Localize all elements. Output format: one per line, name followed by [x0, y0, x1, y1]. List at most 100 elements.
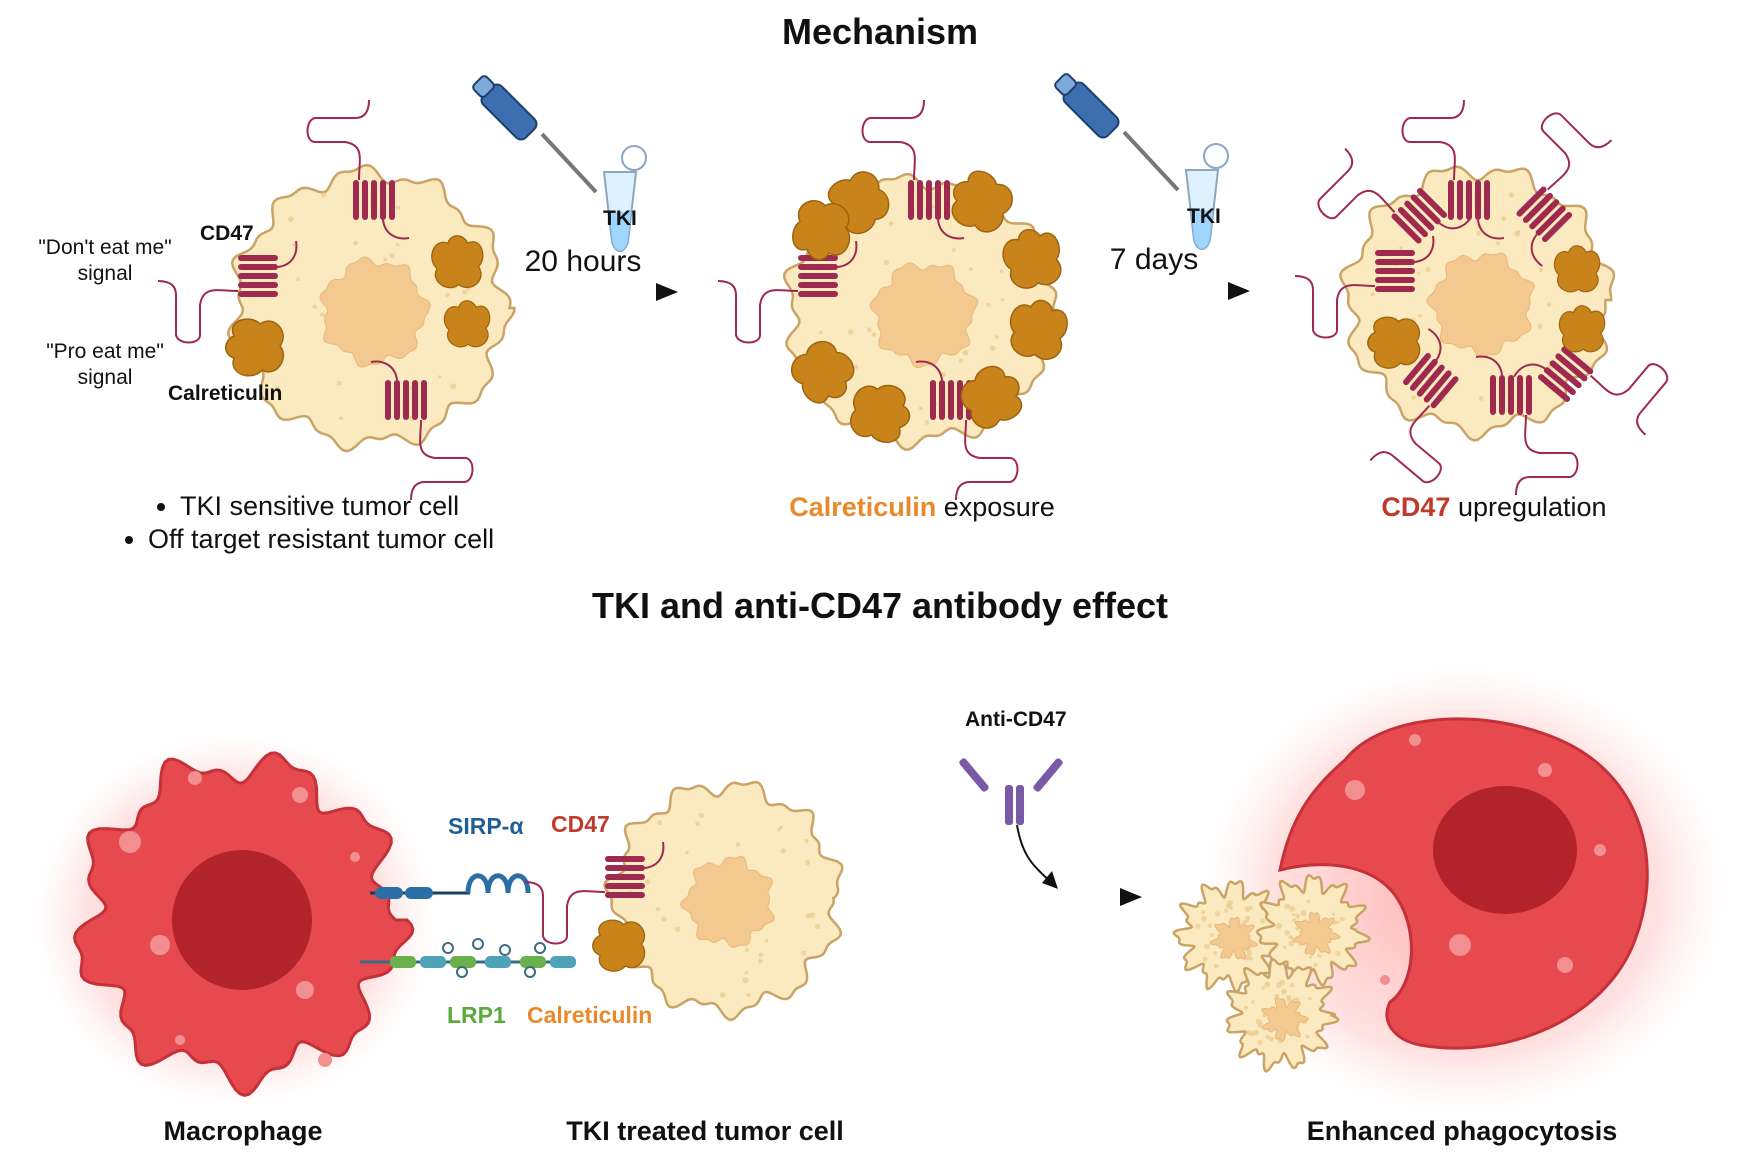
cd47-label: CD47 [200, 222, 254, 245]
receptor-loop [1401, 99, 1465, 181]
macrophage-vesicle [1449, 934, 1471, 956]
receptor-helix [1403, 353, 1431, 386]
cell-nucleus [869, 262, 979, 369]
lrp1-domain [450, 956, 476, 968]
pipette-2 [1054, 73, 1229, 250]
cytoplasm-dot [1249, 956, 1254, 961]
cytoplasm-dot [1313, 962, 1318, 968]
cd47-receptor [1317, 147, 1472, 244]
cytoplasm-dot [661, 916, 667, 922]
sirp-alpha-label: SIRP-α [448, 813, 524, 839]
receptor-loop [1317, 147, 1396, 220]
cytoplasm-dot [1399, 246, 1403, 250]
receptor-helix [380, 180, 386, 220]
calreticulin-protein [1009, 299, 1068, 360]
time-label-20-hours: 20 hours [524, 245, 642, 278]
receptor-helix [935, 180, 941, 220]
macrophage-vesicle [1594, 844, 1606, 856]
cd47-receptor [1513, 346, 1669, 436]
cytoplasm-dot [1245, 919, 1249, 923]
receptor-helix [605, 865, 645, 871]
arrow-treatment [890, 888, 1142, 906]
receptor-helix [394, 380, 400, 420]
calreticulin-protein [951, 170, 1013, 233]
cytoplasm-dot [339, 416, 343, 421]
lrp1-label: LRP1 [447, 1002, 506, 1028]
cytoplasm-dot [1204, 943, 1210, 950]
pipettes-group [472, 73, 1229, 252]
calreticulin-protein [592, 919, 646, 972]
macrophage-vesicle [1557, 957, 1573, 973]
cytoplasm-dot [1478, 396, 1484, 401]
receptor-helix [1375, 268, 1415, 274]
effect-title: TKI and anti-CD47 antibody effect [591, 585, 1169, 626]
cytoplasm-dot [1288, 940, 1295, 946]
cell-nucleus [1261, 996, 1309, 1042]
cytoplasm-dot [274, 386, 280, 392]
receptor-loop [955, 419, 1019, 501]
cytoplasm-dot [1300, 910, 1307, 917]
cytoplasm-dot [924, 420, 930, 425]
receptor-helix [1499, 375, 1505, 415]
glycan [499, 944, 511, 956]
cytoplasm-dot [1213, 951, 1218, 955]
engulfed-tumor-cell-3 [1225, 957, 1340, 1073]
calreticulin-protein [225, 318, 285, 377]
sirp-alpha [465, 873, 531, 894]
cd47-receptor [306, 99, 410, 240]
receptor-helix [1404, 200, 1435, 231]
arrows-group [495, 282, 1250, 906]
macrophage-caption: Macrophage [163, 1116, 323, 1146]
cytoplasm-dot [1416, 271, 1421, 275]
arrow-head [1120, 888, 1142, 906]
cell-nucleus [1209, 916, 1259, 960]
mechanism-title: Mechanism [781, 11, 979, 52]
receptor-helix [1410, 194, 1441, 225]
receptor-tail [370, 360, 398, 381]
cytoplasm-dot [1257, 1039, 1263, 1045]
bullet-off-target: Off target resistant tumor cell [148, 523, 494, 556]
cytoplasm-dot [353, 240, 358, 246]
cytoplasm-dot [1275, 922, 1282, 929]
tumor-cell-calreticulin-exposure [717, 99, 1068, 501]
cytoplasm-dot [962, 349, 969, 356]
calreticulin-protein [1367, 316, 1421, 369]
cd47-receptor [1401, 99, 1505, 240]
receptor-helix [1484, 180, 1490, 220]
receptor-helix [926, 180, 932, 220]
sirp-domain [405, 887, 433, 899]
cytoplasm-dot [1335, 950, 1341, 957]
cytoplasm-dot [1245, 954, 1251, 961]
cytoplasm-dot [1246, 1029, 1252, 1036]
cytoplasm-dot [1282, 945, 1287, 950]
cytoplasm-dot [292, 242, 297, 247]
receptor-helix [1457, 180, 1463, 220]
cd47-receptor [1369, 328, 1459, 484]
receptor-helix [1542, 212, 1573, 243]
cytoplasm-dot [1288, 935, 1293, 940]
cytoplasm-dot [1292, 912, 1296, 917]
dont-eat-me-line-2: signal [77, 262, 133, 285]
receptor-helix [798, 273, 838, 279]
lrp1-domain [550, 956, 576, 968]
receptor-helix [1416, 364, 1445, 397]
arrow-head [656, 283, 678, 301]
cytoplasm-dot [288, 216, 294, 223]
receptor-helix [1522, 192, 1553, 223]
receptor-tail [1414, 235, 1435, 263]
cytoplasm-dot [779, 825, 783, 830]
cytoplasm-dot [450, 383, 457, 390]
cell-type-list: TKI sensitive tumor cell Off target resi… [118, 490, 494, 556]
receptor-helix [1417, 187, 1448, 218]
cytoplasm-dot [438, 375, 442, 379]
receptor-helix [930, 380, 936, 420]
cytoplasm-dot [776, 827, 781, 832]
cytoplasm-dot [1276, 982, 1283, 989]
tumor-cell-baseline [157, 99, 516, 501]
arrow-7-days [1068, 282, 1250, 300]
receptor-helix [917, 180, 923, 220]
engulfed-tumor-cell-2 [1255, 873, 1372, 987]
receptor-helix [1490, 375, 1496, 415]
cd47-receptor [370, 360, 474, 501]
cytoplasm-dot [719, 992, 726, 998]
